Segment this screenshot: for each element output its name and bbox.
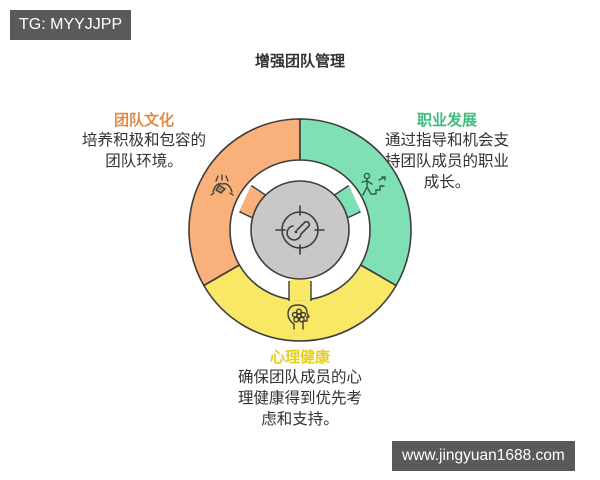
segment-desc-career-line-2: 持团队成员的职业	[384, 152, 509, 170]
segment-desc-culture-line-2: 团队环境。	[105, 152, 183, 170]
segment-desc-culture-line-1: 培养积极和包容的	[81, 131, 206, 149]
segment-title-career: 职业发展	[416, 111, 477, 129]
segment-career	[299, 118, 412, 287]
segment-desc-career-line-3: 成长。	[423, 173, 471, 191]
segment-mental	[202, 263, 398, 342]
segment-desc-mental-line-3: 虑和支持。	[261, 410, 339, 428]
segment-desc-career-line-1: 通过指导和机会支	[384, 131, 509, 149]
segment-title-mental: 心理健康	[269, 348, 330, 366]
segment-label-culture: 团队文化 培养积极和包容的 团队环境。	[66, 110, 222, 172]
person-climbing-stairs-icon	[361, 172, 386, 196]
head-flower-icon	[287, 304, 310, 330]
watermark-bottom: www.jingyuan1688.com	[392, 441, 575, 471]
segment-desc-mental-line-1: 确保团队成员的心	[237, 368, 362, 386]
tab-mental	[289, 280, 311, 300]
watermark-top: TG: MYYJJPP	[10, 10, 132, 40]
segment-label-mental: 心理健康 确保团队成员的心 理健康得到优先考 虑和支持。	[224, 347, 376, 430]
segment-title-culture: 团队文化	[113, 111, 174, 129]
segment-culture	[188, 118, 301, 287]
handshake-icon	[210, 174, 234, 196]
segment-label-career: 职业发展 通过指导和机会支 持团队成员的职业 成长。	[380, 110, 514, 193]
segment-desc-mental-line-2: 理健康得到优先考	[237, 389, 362, 407]
diagram-title: 增强团队管理	[254, 52, 345, 70]
center-circle	[250, 180, 350, 280]
target-key-icon	[275, 205, 325, 255]
